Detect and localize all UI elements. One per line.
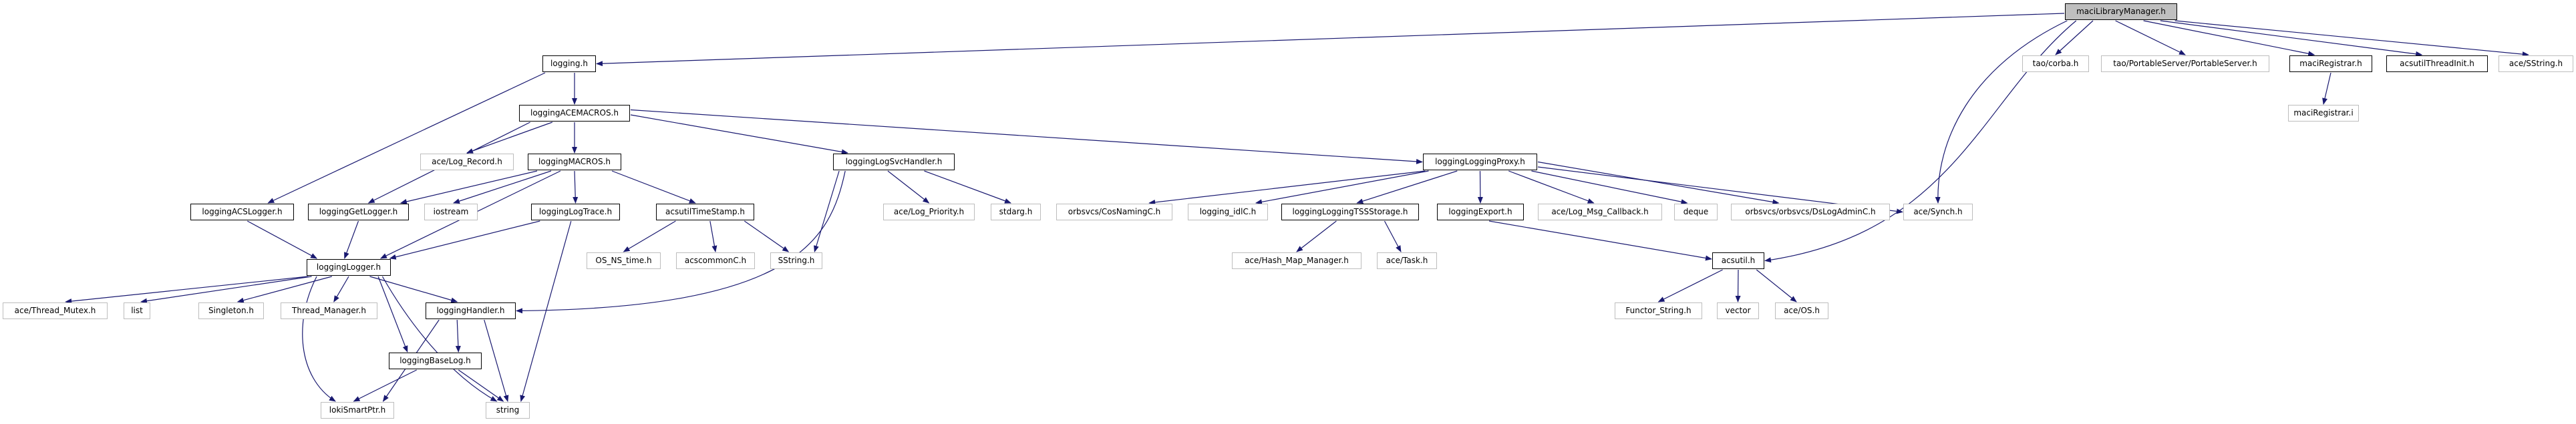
edge-lproxy-almc <box>1508 170 1595 204</box>
edge-acem-alr <box>466 122 553 154</box>
edge-ltrace-logger <box>389 220 540 260</box>
node-handler[interactable]: loggingHandler.h <box>426 302 516 319</box>
edge-lmac-lget <box>399 170 538 204</box>
edge-logger-string <box>381 276 498 402</box>
node-string: string <box>486 402 530 419</box>
node-almc: ace/Log_Msg_Callback.h <box>1538 204 1662 220</box>
node-iostream: iostream <box>424 204 478 220</box>
edge-logger-atm <box>65 276 309 304</box>
edge-mlm-ps <box>2115 20 2186 55</box>
node-lget[interactable]: loggingGetLogger.h <box>308 204 409 220</box>
edge-logger-loki <box>302 276 336 402</box>
edge-mlm-asstring <box>2175 20 2529 57</box>
node-ltrace[interactable]: loggingLogTrace.h <box>531 204 620 220</box>
node-stdarg: stdarg.h <box>991 204 1041 220</box>
node-atask: ace/Task.h <box>1377 252 1437 269</box>
edge-acsutil-aceos <box>1756 269 1797 302</box>
edge-tstamp-osns <box>623 220 676 252</box>
node-mregi: maciRegistrar.i <box>2288 105 2359 122</box>
edge-logging-acsl <box>267 72 546 204</box>
node-aceos: ace/OS.h <box>1775 302 1828 319</box>
node-atm: ace/Thread_Mutex.h <box>3 302 108 319</box>
edge-lmac-iostream <box>453 170 552 204</box>
node-mlm[interactable]: maciLibraryManager.h <box>2065 3 2177 20</box>
edge-lsvc-alp <box>887 170 930 204</box>
node-tman: Thread_Manager.h <box>281 302 377 319</box>
edge-logger-handler <box>369 276 458 303</box>
node-lexp[interactable]: loggingExport.h <box>1437 204 1524 220</box>
node-sstr: SString.h <box>770 252 822 269</box>
edge-mlm-logging <box>596 13 2065 67</box>
node-dslog: orbsvcs/orbsvcs/DsLogAdminC.h <box>1731 204 1890 220</box>
edge-acem-lproxy <box>630 109 1423 164</box>
edge-lmac-tstamp <box>611 170 696 204</box>
edge-lproxy-dslog <box>1537 161 1780 205</box>
edge-logger-singleton <box>236 276 332 303</box>
edge-handler-baselog <box>455 319 461 353</box>
node-asstring: ace/SString.h <box>2499 55 2573 72</box>
node-logging[interactable]: logging.h <box>542 55 596 72</box>
node-tstamp[interactable]: acsutilTimeStamp.h <box>656 204 754 220</box>
edge-logger-list <box>140 276 312 304</box>
node-baselog[interactable]: loggingBaseLog.h <box>389 353 482 369</box>
edge-mlm-asynch <box>1935 20 2068 204</box>
node-mreg[interactable]: maciRegistrar.h <box>2289 55 2372 72</box>
node-cosn: orbsvcs/CosNamingC.h <box>1056 204 1172 220</box>
edge-acsl-logger <box>247 220 318 259</box>
edge-lproxy-deque <box>1531 170 1688 205</box>
node-idlc: logging_idlC.h <box>1188 204 1268 220</box>
node-alp: ace/Log_Priority.h <box>883 204 975 220</box>
edge-baselog-string <box>458 369 504 402</box>
edge-logger-baselog <box>377 276 408 353</box>
node-ati[interactable]: acsutilThreadInit.h <box>2386 55 2488 72</box>
node-logger[interactable]: loggingLogger.h <box>307 259 391 276</box>
node-lproxy[interactable]: loggingLoggingProxy.h <box>1423 154 1537 170</box>
node-osns: OS_NS_time.h <box>587 252 661 269</box>
edge-acem-lsvc <box>630 114 848 155</box>
edge-mlm-corba <box>2055 20 2094 55</box>
node-singleton: Singleton.h <box>198 302 264 319</box>
node-lmac[interactable]: loggingMACROS.h <box>528 154 621 170</box>
edge-mlm-ati <box>2160 20 2423 57</box>
node-alr: ace/Log_Record.h <box>420 154 514 170</box>
node-deque: deque <box>1674 204 1718 220</box>
node-ps: tao/PortableServer/PortableServer.h <box>2101 55 2269 72</box>
edge-ltrace-string <box>520 220 572 402</box>
edge-lsvc-sstr <box>814 170 840 252</box>
node-vector: vector <box>1717 302 1759 319</box>
edge-lsvc-handler <box>516 170 846 314</box>
edge-lget-logger <box>344 220 359 259</box>
node-fstr: Functor_String.h <box>1615 302 1702 319</box>
edge-lsvc-stdarg <box>924 170 1011 204</box>
node-acsutil[interactable]: acsutil.h <box>1712 252 1764 269</box>
node-loki: lokiSmartPtr.h <box>321 402 394 419</box>
node-lsvc[interactable]: loggingLogSvcHandler.h <box>833 154 955 170</box>
node-asynch: ace/Synch.h <box>1903 204 1973 220</box>
edge-lmac-ltrace <box>573 170 579 204</box>
edge-tss-hashm <box>1296 220 1337 252</box>
edge-lproxy-tss <box>1356 170 1458 204</box>
edge-mlm-mreg <box>2143 20 2315 57</box>
node-corba: tao/corba.h <box>2022 55 2089 72</box>
node-tss[interactable]: loggingLoggingTSSStorage.h <box>1281 204 1419 220</box>
node-acsl[interactable]: loggingACSLogger.h <box>190 204 294 220</box>
edge-lexp-acsutil <box>1488 220 1712 261</box>
node-list: list <box>124 302 150 319</box>
edge-lproxy-lexp <box>1477 170 1483 204</box>
node-acsc: acscommonC.h <box>676 252 755 269</box>
node-hashm: ace/Hash_Map_Manager.h <box>1232 252 1361 269</box>
edge-acsutil-vector <box>1735 269 1741 302</box>
edge-tstamp-sstr <box>744 220 790 252</box>
edge-acsutil-fstr <box>1657 269 1723 302</box>
edge-lproxy-cosn <box>1148 170 1426 205</box>
edge-lproxy-idlc <box>1255 170 1429 205</box>
edge-handler-string <box>484 319 509 402</box>
node-acem[interactable]: loggingACEMACROS.h <box>519 105 630 122</box>
edge-logger-tman <box>333 276 349 302</box>
edge-tstamp-acsc <box>709 220 717 252</box>
edge-mreg-mregi <box>2322 72 2331 105</box>
edge-tss-atask <box>1384 220 1402 252</box>
edge-baselog-loki <box>353 369 417 402</box>
